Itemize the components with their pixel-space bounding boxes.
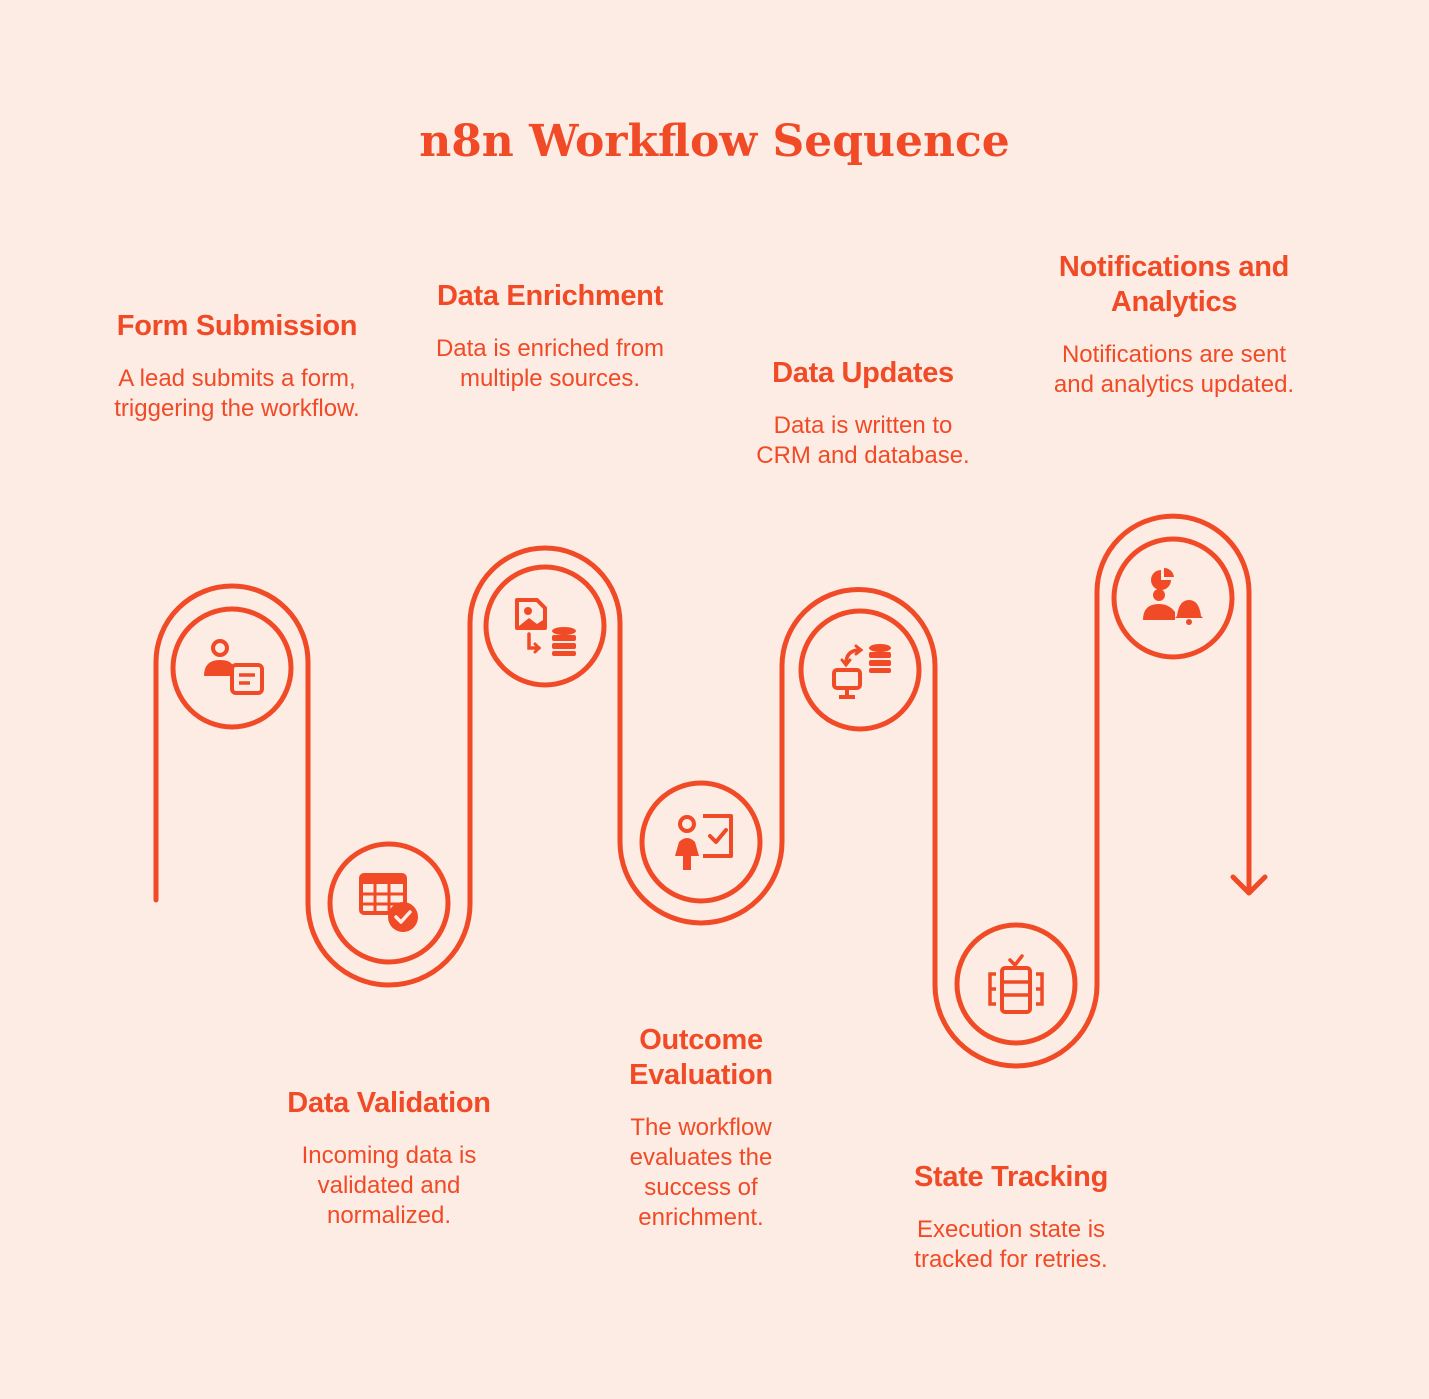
step-state-tracking: State Tracking Execution state is tracke… (866, 1160, 1156, 1275)
diagram-title: n8n Workflow Sequence (419, 116, 1010, 167)
step-description: The workflow evaluates the success of en… (629, 1114, 773, 1231)
person-checklist-icon (675, 814, 733, 870)
step-description: A lead submits a form, triggering the wo… (114, 365, 360, 422)
server-tracking-icon (988, 954, 1044, 1014)
node-circle-outcome-evaluation (639, 780, 763, 904)
step-description: Incoming data is validated and normalize… (301, 1142, 477, 1229)
step-title: Data Updates (772, 357, 954, 389)
step-data-updates: Data Updates Data is written to CRM and … (733, 356, 993, 471)
node-circle-form-submission (170, 606, 294, 730)
user-form-icon (204, 639, 264, 695)
step-description: Data is written to CRM and database. (756, 412, 970, 469)
computer-database-sync-icon (832, 644, 891, 699)
serpentine-connector (153, 513, 1252, 1069)
image-database-icon (515, 598, 576, 656)
step-title: Form Submission (116, 310, 358, 342)
table-check-icon (359, 873, 418, 932)
step-title: Data Enrichment (437, 280, 663, 312)
step-notifications-analytics: Notifications and Analytics Notification… (1044, 250, 1304, 400)
node-circle-notifications (1111, 536, 1235, 660)
step-data-validation: Data Validation Incoming data is validat… (241, 1086, 537, 1231)
step-form-submission: Form Submission A lead submits a form, t… (107, 309, 367, 424)
step-description: Execution state is tracked for retries. (914, 1216, 1108, 1273)
node-circle-data-enrichment (483, 564, 607, 688)
node-circle-state-tracking (954, 922, 1078, 1046)
step-title: Data Validation (287, 1087, 491, 1119)
node-circle-data-updates (798, 608, 922, 732)
arrow-head-icon (1230, 874, 1268, 896)
step-title: Notifications and Analytics (1058, 251, 1290, 318)
step-description: Data is enriched from multiple sources. (435, 335, 665, 392)
step-data-enrichment: Data Enrichment Data is enriched from mu… (420, 279, 680, 394)
step-title: State Tracking (913, 1161, 1109, 1193)
node-circle-data-validation (327, 841, 451, 965)
step-description: Notifications are sent and analytics upd… (1053, 341, 1295, 398)
step-outcome-evaluation: Outcome Evaluation The workflow evaluate… (571, 1023, 831, 1233)
step-title: Outcome Evaluation (629, 1024, 773, 1091)
user-chart-bell-icon (1143, 567, 1203, 625)
